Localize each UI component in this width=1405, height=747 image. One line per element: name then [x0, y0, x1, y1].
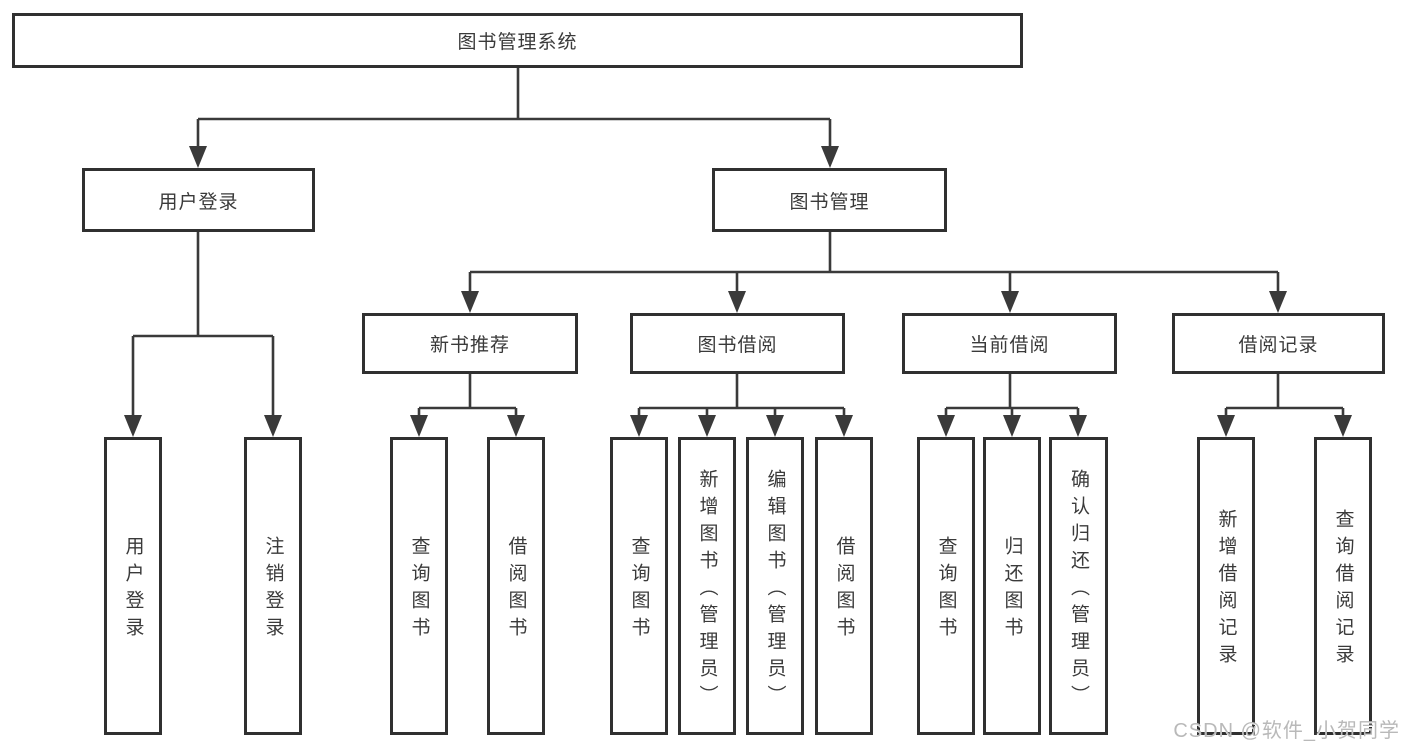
leaf-return-books: 归还图书	[983, 437, 1041, 735]
leaf-add-books-admin: 新增图书（管理员）	[678, 437, 736, 735]
node-borrowing-records: 借阅记录	[1172, 313, 1385, 374]
node-label: 查询图书	[935, 536, 957, 644]
node-label: 查询图书	[628, 536, 650, 644]
node-label: 编辑图书（管理员）	[764, 468, 786, 712]
node-label: 查询借阅记录	[1332, 509, 1354, 671]
node-label: 归还图书	[1001, 536, 1023, 644]
node-library-management-system: 图书管理系统	[12, 13, 1023, 68]
node-label: 借阅记录	[1238, 335, 1319, 356]
leaf-edit-books-admin: 编辑图书（管理员）	[746, 437, 804, 735]
node-label: 图书借阅	[697, 335, 778, 356]
node-label: 确认归还（管理员）	[1068, 468, 1089, 712]
leaf-add-borrow-record: 新增借阅记录	[1197, 437, 1255, 735]
node-book-borrowing: 图书借阅	[630, 313, 845, 374]
node-label: 借阅图书	[833, 536, 855, 644]
node-new-book-recommendation: 新书推荐	[362, 313, 578, 374]
node-label: 用户登录	[122, 536, 144, 644]
node-label: 新增图书（管理员）	[696, 468, 718, 712]
leaf-user-login: 用户登录	[104, 437, 162, 735]
node-label: 用户登录	[158, 191, 239, 213]
leaf-borrow-books-recommend: 借阅图书	[487, 437, 545, 735]
node-label: 新增借阅记录	[1215, 509, 1237, 671]
csdn-watermark: CSDN @软件_小贺同学	[1173, 720, 1400, 742]
leaf-confirm-return-admin: 确认归还（管理员）	[1049, 437, 1108, 735]
node-label: 查询图书	[408, 536, 430, 644]
node-label: 当前借阅	[969, 335, 1050, 356]
leaf-query-books-recommend: 查询图书	[390, 437, 448, 735]
node-label: 图书管理系统	[457, 32, 578, 53]
node-label: 借阅图书	[505, 536, 527, 644]
node-label: 图书管理	[789, 191, 870, 213]
node-user-login: 用户登录	[82, 168, 315, 232]
leaf-query-borrow-record: 查询借阅记录	[1314, 437, 1372, 735]
leaf-logout: 注销登录	[244, 437, 302, 735]
leaf-borrow-books: 借阅图书	[815, 437, 873, 735]
leaf-query-books-current: 查询图书	[917, 437, 975, 735]
node-book-management: 图书管理	[712, 168, 947, 232]
leaf-query-books-borrow: 查询图书	[610, 437, 668, 735]
node-label: 注销登录	[262, 536, 284, 644]
node-label: 新书推荐	[429, 335, 510, 356]
node-current-borrowing: 当前借阅	[902, 313, 1117, 374]
